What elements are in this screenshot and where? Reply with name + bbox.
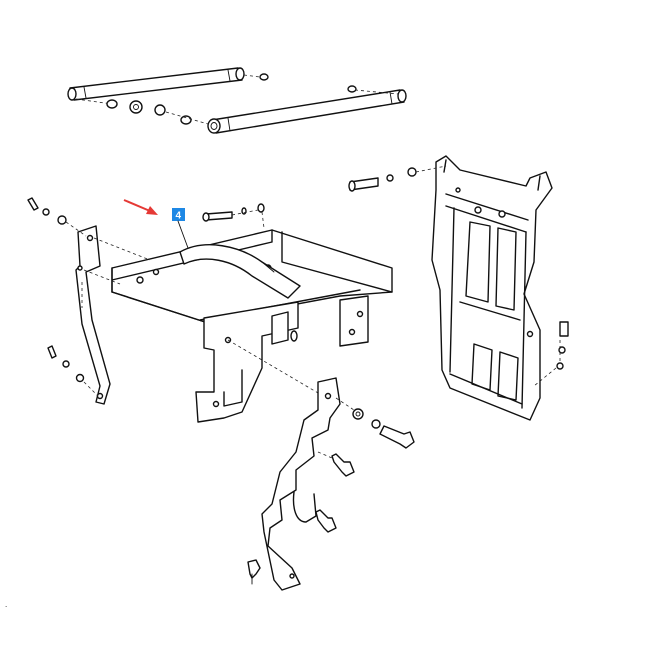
left-lower-bolt-set [47,345,99,397]
lower-support-bracket [261,377,341,591]
callout-number: 4 [176,211,182,222]
retaining-strap [179,244,301,299]
left-side-bracket [75,225,151,405]
bottom-bolt [247,559,261,585]
frame-bolt-set [202,203,265,229]
upper-tube-left [67,67,245,105]
upper-tube-right [207,89,407,134]
lower-bolt [315,509,337,533]
callout-leader [177,220,189,249]
left-upper-bolt-set [27,197,87,237]
tube-end-nuts-left [106,73,269,114]
footnote-mark: . [5,600,7,609]
rear-mount-panel [431,155,553,421]
mid-bolt [317,451,355,477]
panel-side-bolt-set [533,321,569,387]
callout-arrow [123,199,158,215]
callout-badge-4[interactable]: 4 [172,208,185,222]
lower-right-bolt-set [335,397,415,449]
panel-top-bolt-set [348,165,447,192]
tube-end-nuts-right [154,85,357,125]
lower-seat-bracket [195,301,331,423]
